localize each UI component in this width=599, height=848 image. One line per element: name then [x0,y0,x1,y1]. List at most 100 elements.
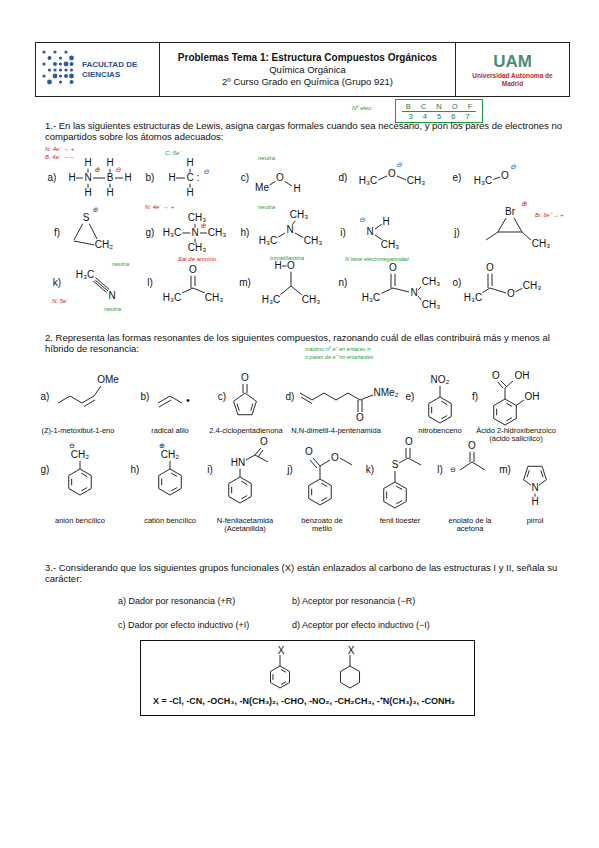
structure-label: O [287,261,296,272]
double-bond [161,479,162,486]
structure-label: N [531,483,539,494]
ring [234,393,257,415]
bond-line [472,462,485,470]
ring [384,482,407,508]
bond-line [94,386,101,396]
node-text: Química Orgánica [269,64,346,75]
logo-dot [42,74,45,77]
structure-label: CH₃ [303,236,323,247]
bond-line [74,223,83,240]
structure-label: O [241,373,250,384]
structure-label: OH [524,392,540,403]
structure-label: O [331,453,340,464]
structure-label: d) [338,173,348,184]
double-bond [506,403,512,406]
bond-line [522,232,531,240]
structure-label: CH₃ [421,300,441,311]
bond-line [358,400,359,412]
structure-label: S [82,213,90,224]
structure-label: b) [145,173,155,184]
bond-line [380,288,393,294]
bond-line [246,455,255,460]
logo-dot [64,50,67,53]
structure-label: m) [499,465,512,476]
question-text: d) Aceptor por efecto inductivo (−I) [292,620,430,630]
double-bond [396,486,402,489]
bond-line [490,288,506,293]
bond-line [94,279,108,291]
structure-label: H [168,173,176,184]
structure-label: N [84,173,92,184]
structure-label: e) [405,392,415,403]
structure-label: a) [40,392,50,403]
logo-dot [70,62,74,66]
handwritten-note: ⊖ [359,216,366,223]
bond-line [191,275,192,288]
bond-line [378,176,387,180]
structure-label: j) [287,465,294,476]
question-text: 3.- Considerando que los siguientes grup… [45,563,570,585]
structure-label: nitrobenceno [418,427,462,435]
bond-line [301,397,312,404]
logo-dot [64,74,68,78]
logo-dot [64,68,67,71]
bond-line [193,288,205,293]
structure-label: • [186,396,191,407]
bond-line [440,386,441,397]
structure-label: i) [340,228,347,239]
structure-label: n) [338,278,348,289]
logo-dot [48,68,51,71]
logo-dot [42,50,45,53]
ring [229,477,252,503]
logo-cell: UAMUniversidad Autónoma de Madrid [455,42,570,97]
handwritten-note: neutra [258,204,275,211]
double-bond [81,488,87,491]
bond-line [340,458,352,465]
structure-label: H [106,188,114,199]
structure-label: CH₃ [380,240,400,251]
double-bond [241,496,247,499]
bond-line [395,471,396,482]
bond-line [80,460,81,469]
bond-line [159,400,171,407]
structure-label: N [366,227,374,238]
structure-label: O [276,173,285,184]
double-bond [237,404,239,411]
structure-label: i) [207,465,214,476]
logo-dot [69,56,74,61]
node-text: UAM [493,52,532,72]
structure-label: O [486,263,495,274]
logo-dot [53,62,57,66]
bond-line [500,380,506,386]
bond-line [247,384,248,393]
logo-dot [59,68,62,71]
double-bond [171,488,177,491]
handwritten-note: Br: 6e⁻ → + [535,212,563,218]
structure-label: H [84,188,92,199]
ring [69,469,92,495]
bond-line [408,458,421,465]
ring [340,666,359,688]
handwritten-note: N: 4e⁻ → + [45,146,74,153]
bond-line [360,395,373,400]
structure-label: N [191,228,199,239]
bond-line [492,177,500,180]
structure-label: O [356,413,365,424]
bond-line [393,288,409,292]
double-bond [71,479,72,486]
structure-label: ⊕ [159,442,166,449]
double-bond [386,492,387,499]
structure-label: O [260,437,269,448]
double-bond [171,473,177,476]
double-bond [321,498,327,501]
structure-label: ⊖ [69,442,76,449]
double-bond [272,674,273,680]
logo-dot [59,56,62,59]
handwritten-note: ⊖ [396,161,403,168]
bond-line [280,286,291,295]
bond-line [95,278,109,290]
bond-line [300,393,312,400]
structure-label: H₃C [473,176,493,187]
question-text: 1.- En las siguientes estructuras de Lew… [45,121,575,143]
structure-label: O [305,447,314,458]
